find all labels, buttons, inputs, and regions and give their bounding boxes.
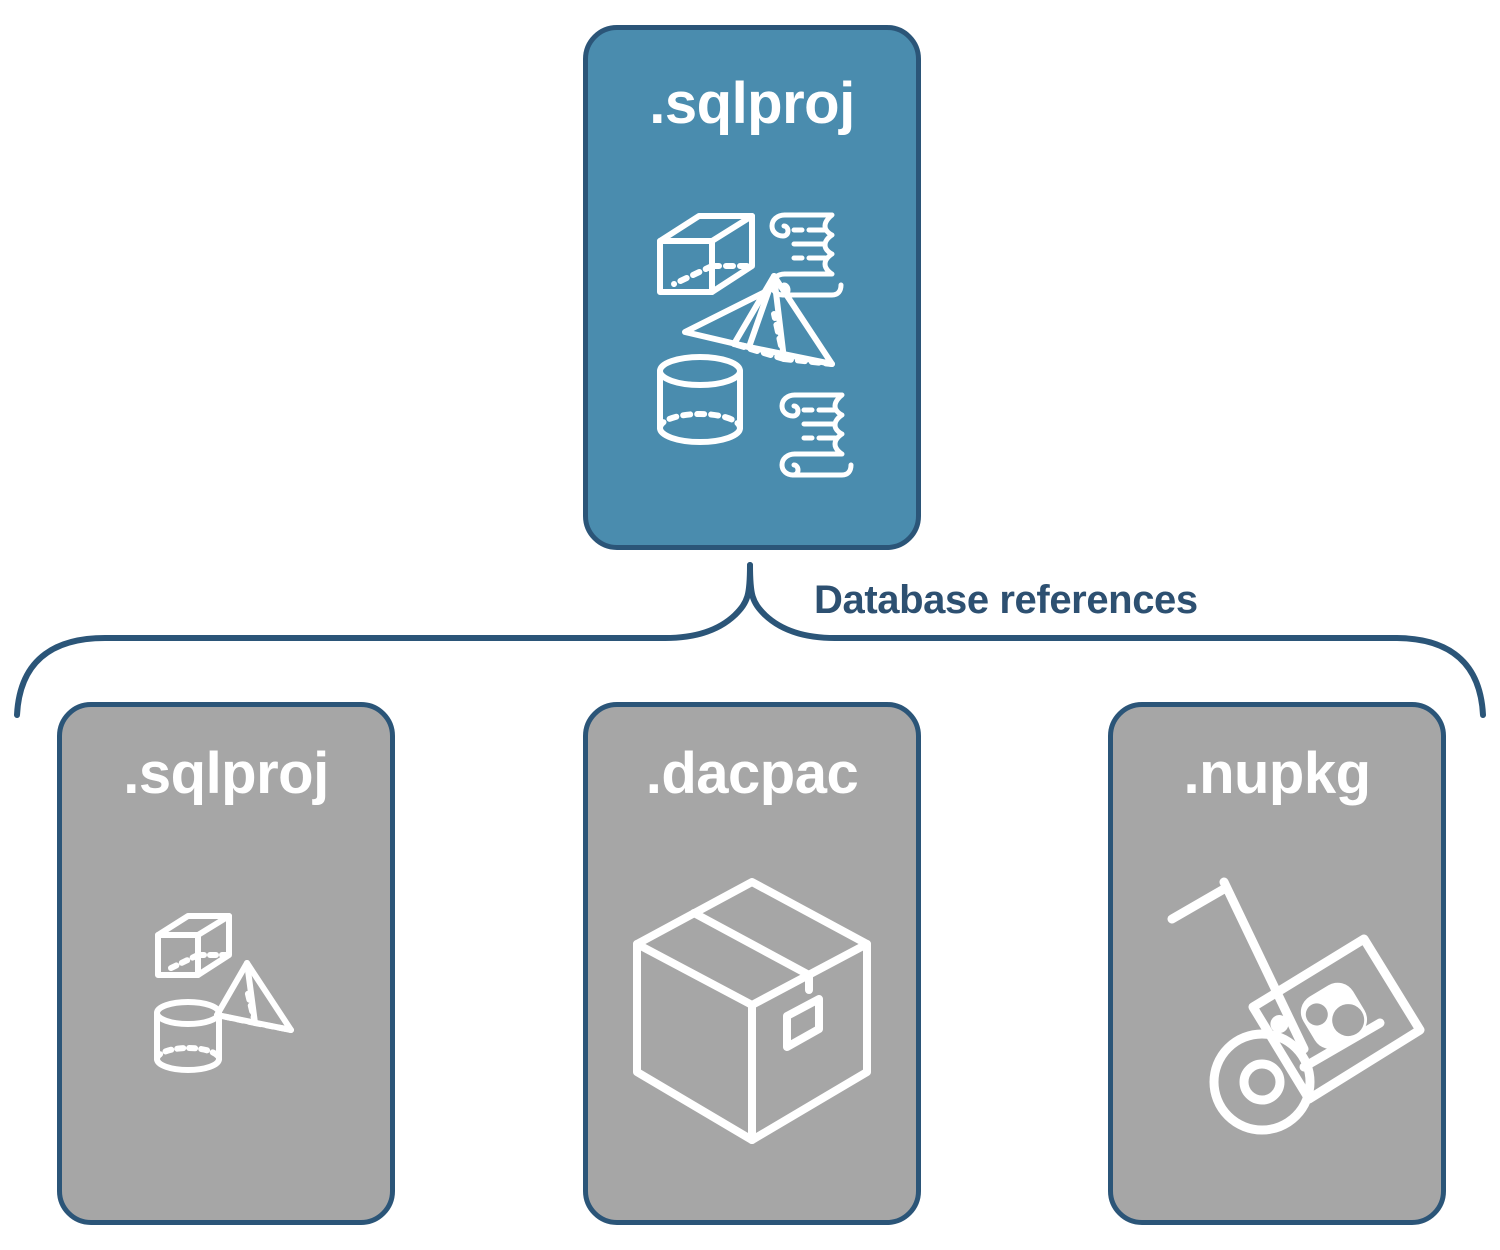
- node-child-nupkg-icon-area: [1113, 803, 1441, 1220]
- node-root-sqlproj[interactable]: .sqlproj: [583, 25, 921, 550]
- cylinder-icon: [657, 354, 743, 445]
- nuget-glyph-holes-icon: [1305, 1002, 1365, 1036]
- connector-label: Database references: [814, 578, 1198, 622]
- node-child-sqlproj[interactable]: .sqlproj: [57, 702, 395, 1225]
- hand-truck-package-icon: [1167, 877, 1425, 1134]
- node-child-nupkg[interactable]: .nupkg: [1108, 702, 1446, 1225]
- sqlproj-icon-group: [154, 912, 294, 1073]
- package-icon: [1248, 934, 1425, 1103]
- pyramid-icon-main: [731, 273, 835, 367]
- node-child-sqlproj-icon-area: [62, 803, 390, 1220]
- cube-icon: [657, 213, 755, 295]
- scroll-icon: [779, 392, 854, 478]
- scroll-icon: [769, 212, 844, 298]
- node-root-icon-area: [588, 133, 916, 545]
- shipping-box-icon: [633, 877, 871, 1144]
- cylinder-icon: [154, 998, 222, 1073]
- node-child-nupkg-title: .nupkg: [1183, 741, 1371, 806]
- root-icon-group: [657, 212, 854, 478]
- node-child-dacpac[interactable]: .dacpac: [583, 702, 921, 1225]
- pyramid-icon: [682, 287, 772, 350]
- brace-left-flare: [662, 562, 753, 641]
- node-child-sqlproj-title: .sqlproj: [123, 741, 329, 806]
- node-child-dacpac-title: .dacpac: [645, 741, 859, 806]
- node-child-dacpac-icon-area: [588, 803, 916, 1220]
- pyramid-icon: [214, 959, 294, 1033]
- node-root-title: .sqlproj: [649, 71, 855, 136]
- cube-icon: [155, 912, 232, 978]
